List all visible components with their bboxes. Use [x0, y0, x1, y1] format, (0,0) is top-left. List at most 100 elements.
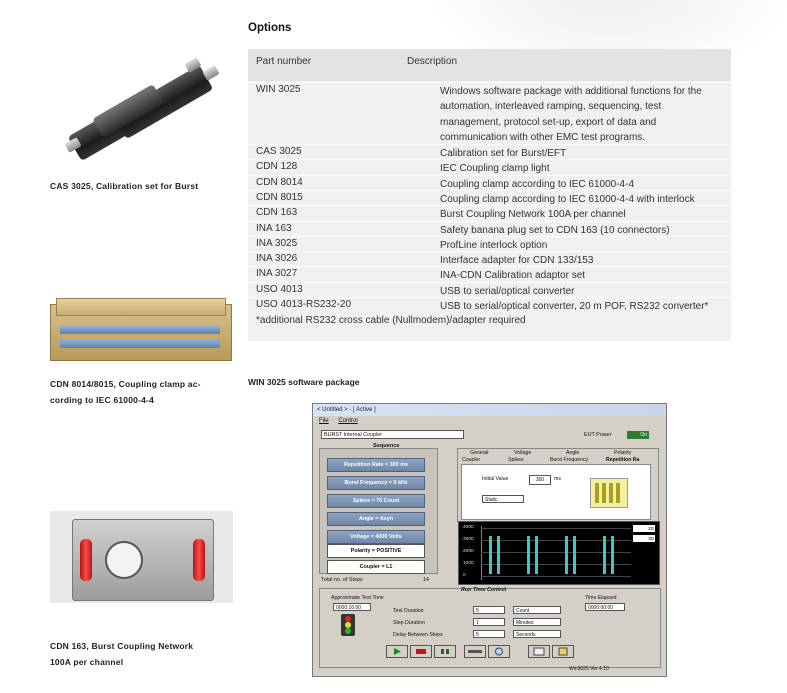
- cdn-8014-image: [50, 296, 232, 366]
- scope-tick-1000: 1000: [463, 561, 474, 566]
- option-part-number: USO 4013-RS232-20: [256, 299, 352, 310]
- option-part-number: CDN 8014: [256, 176, 303, 188]
- stop-button[interactable]: [410, 645, 432, 658]
- scope-tick-0: 0: [463, 573, 466, 578]
- col-part-number: Part number: [256, 56, 312, 67]
- tab-coupler[interactable]: Coupler: [462, 457, 481, 463]
- menu-file[interactable]: File: [319, 418, 329, 424]
- option-description: IEC Coupling clamp light: [440, 163, 550, 175]
- seq-polarity[interactable]: Polarity = POSITIVE: [327, 544, 425, 558]
- step-duration-unit[interactable]: Minutes: [513, 618, 561, 626]
- software-section-label: WIN 3025 software package: [248, 377, 360, 387]
- menu-control[interactable]: Control: [338, 418, 358, 424]
- option-row: INA 3027 INA-CDN Calibration adaptor set: [248, 266, 731, 282]
- approx-time-value: 0000:16:00: [333, 603, 371, 611]
- cas-3025-image: [58, 40, 228, 170]
- mode-combo[interactable]: BURST Internal Coupler: [321, 430, 464, 439]
- run-button[interactable]: [386, 645, 408, 658]
- tab-burst-frequency[interactable]: Burst Frequency: [550, 457, 589, 463]
- scope-2d-toggle[interactable]: 2D: [633, 525, 655, 532]
- test-duration-unit[interactable]: Count: [513, 606, 561, 614]
- seq-voltage[interactable]: Voltage = 4000 Volts: [327, 530, 425, 544]
- test-duration-label: Test Duration: [393, 608, 424, 614]
- window-title: < Untitled > - [ Active ]: [313, 404, 666, 416]
- exit-button[interactable]: [552, 645, 574, 658]
- approx-time-label: Approximate Test Time: [331, 595, 384, 601]
- option-row: CAS 3025 Calibration set for Burst/EFT: [248, 144, 731, 160]
- tab-general[interactable]: General: [470, 450, 489, 456]
- option-description: Interface adapter for CDN 133/153: [440, 255, 594, 267]
- options-table-header: Part number Description: [248, 49, 731, 81]
- options-footnote: *additional RS232 cross cable (Nullmodem…: [256, 315, 526, 326]
- cas-3025-caption: CAS 3025, Calibration set for Burst: [50, 181, 199, 191]
- option-part-number: INA 3027: [256, 268, 298, 280]
- scope-3d-toggle[interactable]: 3D: [633, 535, 655, 542]
- options-table: Part number Description WIN 3025 Windows …: [248, 49, 731, 341]
- option-part-number: CDN 163: [256, 207, 298, 219]
- option-description: Windows software package with additional…: [440, 86, 702, 143]
- initial-value-unit: ms: [554, 476, 561, 482]
- tab-polarity[interactable]: Polarity: [614, 450, 632, 456]
- option-row: USO 4013 USB to serial/optical converter: [248, 281, 731, 298]
- option-part-number: CDN 8015: [256, 191, 303, 203]
- total-steps-label: Total no. of Steps: [321, 577, 363, 583]
- test-duration-input[interactable]: 5: [473, 606, 505, 614]
- tab-voltage[interactable]: Voltage: [514, 450, 532, 456]
- cdn-163-caption: CDN 163, Burst Coupling Network 100A per…: [50, 638, 225, 670]
- seq-repetition-rate[interactable]: Repetition Rate = 300 ms: [327, 458, 425, 472]
- time-elapsed-label: Time Elapsed: [585, 595, 617, 601]
- cdn-8014-caption: CDN 8014/8015, Coupling clamp ac- cordin…: [50, 376, 225, 408]
- option-description: Calibration set for Burst/EFT: [440, 148, 567, 159]
- static-select[interactable]: Static: [482, 495, 524, 503]
- tab-spikes[interactable]: Spikes: [508, 457, 524, 463]
- option-description: USB to serial/optical converter: [440, 285, 575, 297]
- eut-power-toggle[interactable]: On: [627, 431, 649, 439]
- run-time-control-title: Run Time Control: [461, 587, 507, 593]
- option-description: Coupling clamp according to IEC 61000-4-…: [440, 178, 634, 190]
- delay-between-steps-input[interactable]: 5: [473, 630, 505, 638]
- seq-burst-frequency[interactable]: Burst Frequency = 5 kHz: [327, 476, 425, 490]
- option-description: Burst Coupling Network 100A per channel: [440, 209, 626, 221]
- option-part-number: WIN 3025: [256, 84, 301, 95]
- option-part-number: USO 4013: [256, 283, 303, 295]
- scope-tick-4000: 4000: [463, 525, 474, 530]
- delay-between-steps-unit[interactable]: Seconds: [513, 630, 561, 638]
- option-row: CDN 8014 Coupling clamp according to IEC …: [248, 174, 731, 191]
- parameter-tabs: General Voltage Angle Polarity Coupler S…: [457, 448, 659, 522]
- option-part-number: CAS 3025: [256, 146, 302, 157]
- sequence-title: Sequence: [373, 443, 400, 449]
- cdn-163-caption-line2: 100A per channel: [50, 657, 124, 667]
- initial-value-label: Initial Value: [482, 476, 509, 482]
- option-row: USO 4013-RS232-20 USB to serial/optical c…: [248, 297, 731, 313]
- option-row: CDN 163 Burst Coupling Network 100A per c…: [248, 205, 731, 221]
- col-description: Description: [407, 56, 458, 67]
- menu-bar: File Control: [319, 418, 366, 424]
- option-description: ProfLine interlock option: [440, 239, 548, 251]
- report-button[interactable]: [528, 645, 550, 658]
- seq-angle[interactable]: Angle = Asyn: [327, 512, 425, 526]
- step-duration-label: Step Duration: [393, 620, 425, 626]
- version-label: Win3025 Ver 4.10: [569, 666, 609, 672]
- refresh-button[interactable]: [488, 645, 510, 658]
- rate-preview-plot: [590, 478, 628, 508]
- win3025-screenshot: < Untitled > - [ Active ] File Control B…: [312, 403, 667, 677]
- tab-angle[interactable]: Angle: [566, 450, 580, 456]
- step-button[interactable]: [464, 645, 486, 658]
- step-duration-input[interactable]: 1: [473, 618, 505, 626]
- cdn-163-image: [50, 511, 233, 603]
- cdn-8014-caption-line1: CDN 8014/8015, Coupling clamp ac-: [50, 379, 201, 389]
- scope-tick-3000: 3000: [463, 537, 474, 542]
- seq-spikes[interactable]: Spikes = 75 Count: [327, 494, 425, 508]
- eut-power-label: EUT Power: [584, 432, 612, 438]
- option-description: USB to serial/optical converter, 20 m PO…: [440, 301, 709, 312]
- pause-button[interactable]: [434, 645, 456, 658]
- initial-value-input[interactable]: 300: [529, 475, 551, 485]
- scope-tick-2000: 2000: [463, 549, 474, 554]
- option-description: INA-CDN Calibration adaptor set: [440, 270, 586, 282]
- tab-repetition-rate[interactable]: Repetition Ra: [606, 457, 640, 463]
- tab-content: Initial Value 300 ms Static: [461, 464, 651, 520]
- run-time-control-panel: [319, 588, 661, 668]
- seq-coupler[interactable]: Coupler = L1: [327, 560, 425, 574]
